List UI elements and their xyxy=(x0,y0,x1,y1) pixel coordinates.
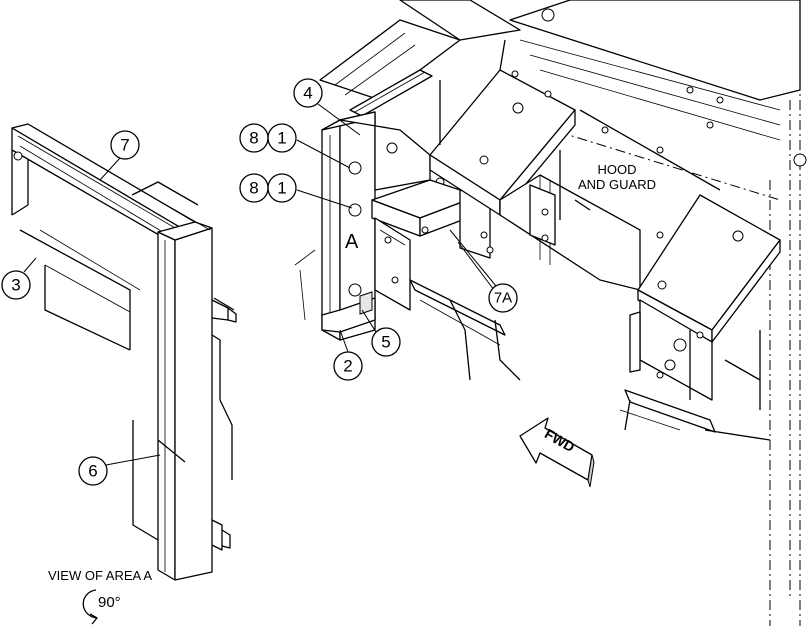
callout-leaders xyxy=(23,103,497,466)
callout-8-lower: 8 xyxy=(239,173,269,203)
callout-5: 5 xyxy=(371,327,401,357)
svg-text:3: 3 xyxy=(11,276,20,295)
view-note: VIEW OF AREA A xyxy=(48,568,152,583)
svg-text:1: 1 xyxy=(277,129,286,148)
hood-label-line2: AND GUARD xyxy=(578,177,656,192)
rotation-label: 90° xyxy=(98,594,121,611)
area-a-letter: A xyxy=(345,231,359,253)
callout-8-upper: 8 xyxy=(239,123,269,153)
callout-1-lower: 1 xyxy=(267,173,297,203)
svg-text:4: 4 xyxy=(303,84,312,103)
callout-4: 4 xyxy=(293,78,323,108)
svg-text:8: 8 xyxy=(249,129,258,148)
callout-7a: 7A xyxy=(488,283,518,313)
main-assembly xyxy=(294,0,807,626)
callout-6: 6 xyxy=(78,456,108,486)
callout-3: 3 xyxy=(1,270,31,300)
detail-view-area-a xyxy=(11,123,237,581)
svg-text:7: 7 xyxy=(120,136,129,155)
svg-text:7A: 7A xyxy=(494,290,512,307)
callout-2: 2 xyxy=(333,351,363,381)
rotation-arrow-icon xyxy=(82,589,98,625)
callout-7: 7 xyxy=(110,130,140,160)
callout-1-upper: 1 xyxy=(267,123,297,153)
svg-text:2: 2 xyxy=(343,357,352,376)
fwd-arrow: FWD xyxy=(519,417,595,488)
svg-text:1: 1 xyxy=(277,179,286,198)
svg-text:6: 6 xyxy=(88,462,97,481)
svg-text:8: 8 xyxy=(249,179,258,198)
hood-label-line1: HOOD xyxy=(598,162,637,177)
svg-text:5: 5 xyxy=(381,333,390,352)
